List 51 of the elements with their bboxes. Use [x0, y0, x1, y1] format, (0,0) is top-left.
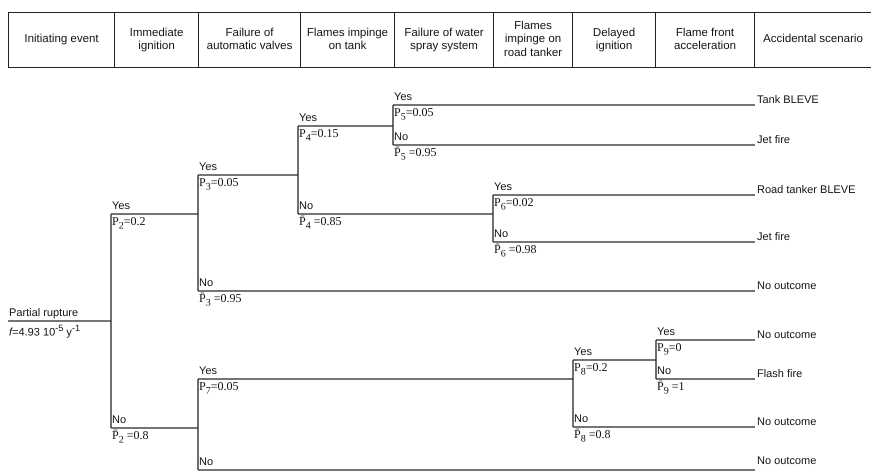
- branch-label: No: [199, 456, 214, 469]
- branch-label: Yes: [574, 346, 592, 359]
- probability-label: P̄$_{5}$ =0.95: [394, 146, 436, 164]
- probability-label: P̄$_{9}$ =1: [657, 380, 684, 398]
- outcome-label: No outcome: [757, 280, 816, 293]
- branch-label: No: [299, 200, 314, 213]
- probability-label: P̄$_{8}$ =0.8: [574, 428, 610, 446]
- column-header: Delayed ignition: [572, 12, 655, 68]
- branch-label: No: [112, 414, 126, 427]
- column-header: Flames impinge on road tanker: [493, 12, 572, 68]
- probability-label: P̄$_{3}$ =0.95: [199, 292, 242, 310]
- frequency-label: f=4.93 10$^{-5}$ y$^{-1}$: [9, 322, 80, 340]
- probability-label: P$_{2}$=0.2: [112, 215, 146, 232]
- branch-label: Yes: [299, 112, 317, 125]
- outcome-label: No outcome: [757, 329, 816, 342]
- probability-label: P̄$_{4}$ =0.85: [299, 215, 342, 232]
- probability-label: P$_{7}$=0.05: [199, 380, 238, 398]
- branch-label: Yes: [199, 161, 217, 174]
- probability-label: P̄$_{2}$ =0.8: [112, 429, 148, 446]
- initiating-event-label: Partial rupture: [9, 307, 78, 320]
- probability-label: P̄$_{6}$ =0.98: [494, 243, 536, 260]
- column-header: Flame front acceleration: [655, 12, 754, 68]
- branch-label: Yes: [112, 200, 130, 213]
- outcome-label: Tank BLEVE: [757, 94, 819, 107]
- probability-label: P$_{4}$=0.15: [299, 127, 338, 144]
- probability-label: P$_{5}$=0.05: [394, 106, 434, 124]
- probability-label: P$_{8}$=0.2: [574, 361, 608, 378]
- outcome-label: Jet fire: [757, 134, 790, 147]
- column-header: Immediate ignition: [114, 12, 198, 68]
- probability-label: P$_{3}$=0.05: [199, 176, 238, 194]
- branch-label: Yes: [394, 91, 412, 104]
- probability-label: P$_{6}$=0.02: [494, 196, 534, 214]
- branch-label: No: [394, 131, 408, 144]
- branch-label: Yes: [657, 326, 675, 339]
- column-header: Accidental scenario: [754, 12, 871, 68]
- outcome-label: Jet fire: [757, 231, 790, 244]
- column-header: Initiating event: [8, 12, 114, 68]
- probability-label: P$_{9}$=0: [657, 341, 682, 358]
- column-header: Failure of water spray system: [394, 12, 493, 68]
- branch-label: Yes: [494, 181, 512, 194]
- branch-label: No: [574, 413, 588, 426]
- outcome-label: Flash fire: [757, 368, 802, 381]
- branch-label: No: [494, 228, 508, 241]
- outcome-label: No outcome: [757, 416, 816, 429]
- column-header: Failure of automatic valves: [198, 12, 300, 68]
- branch-label: No: [199, 277, 214, 290]
- branch-label: Yes: [199, 365, 217, 378]
- outcome-label: No outcome: [757, 455, 816, 468]
- branch-label: No: [657, 365, 672, 378]
- outcome-label: Road tanker BLEVE: [757, 184, 856, 197]
- column-header: Flames impinge on tank: [300, 12, 394, 68]
